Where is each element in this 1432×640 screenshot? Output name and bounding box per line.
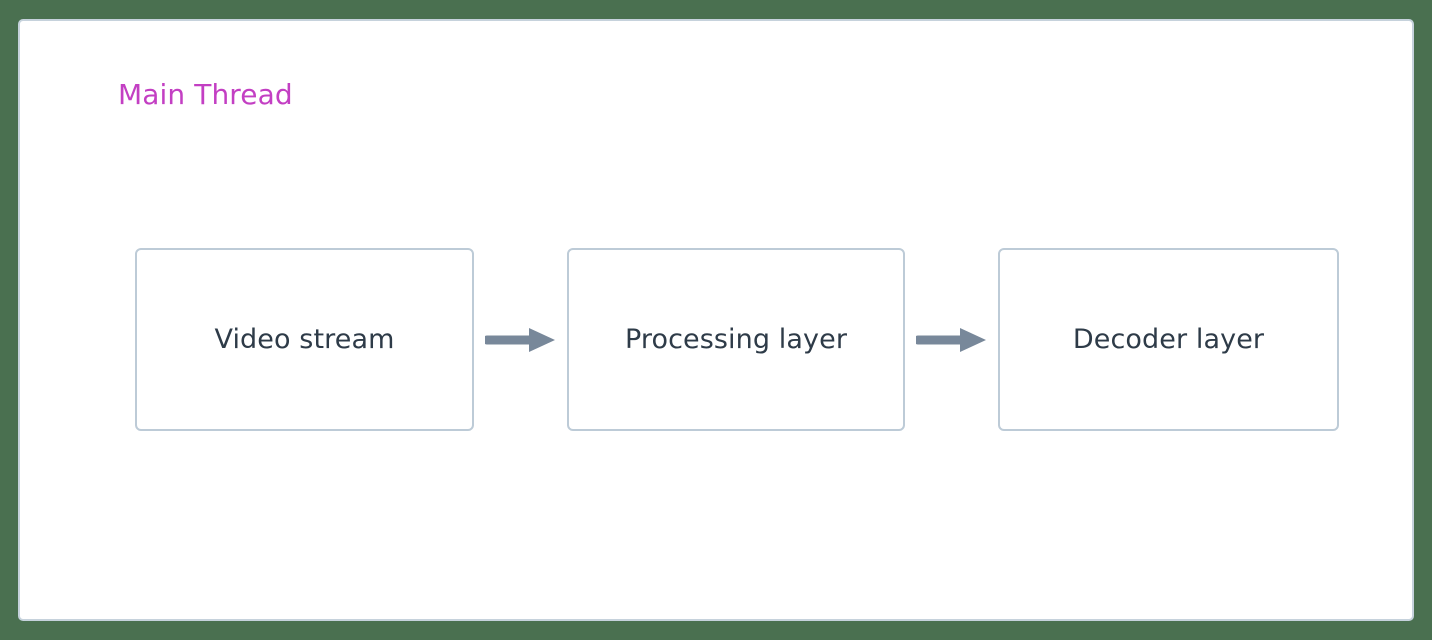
edge-processing-layer-to-decoder-layer — [905, 320, 998, 360]
edge-video-stream-to-processing-layer — [474, 320, 567, 360]
subgraph-title-label: Main Thread — [118, 78, 293, 111]
arrow-right-icon — [484, 327, 555, 352]
node-video-stream[interactable]: Video stream — [135, 248, 474, 431]
node-decoder-layer-label: Decoder layer — [1072, 323, 1265, 355]
node-decoder-layer[interactable]: Decoder layer — [998, 248, 1339, 431]
node-processing-layer[interactable]: Processing layer — [567, 248, 905, 431]
node-processing-layer-label: Processing layer — [624, 323, 848, 355]
flow-row: Video stream Processing layer Decoder la… — [135, 248, 1339, 431]
arrow-right-icon — [915, 327, 986, 352]
node-video-stream-label: Video stream — [214, 323, 395, 355]
subgraph-main-thread: Main Thread Video stream Processing laye… — [18, 19, 1414, 621]
